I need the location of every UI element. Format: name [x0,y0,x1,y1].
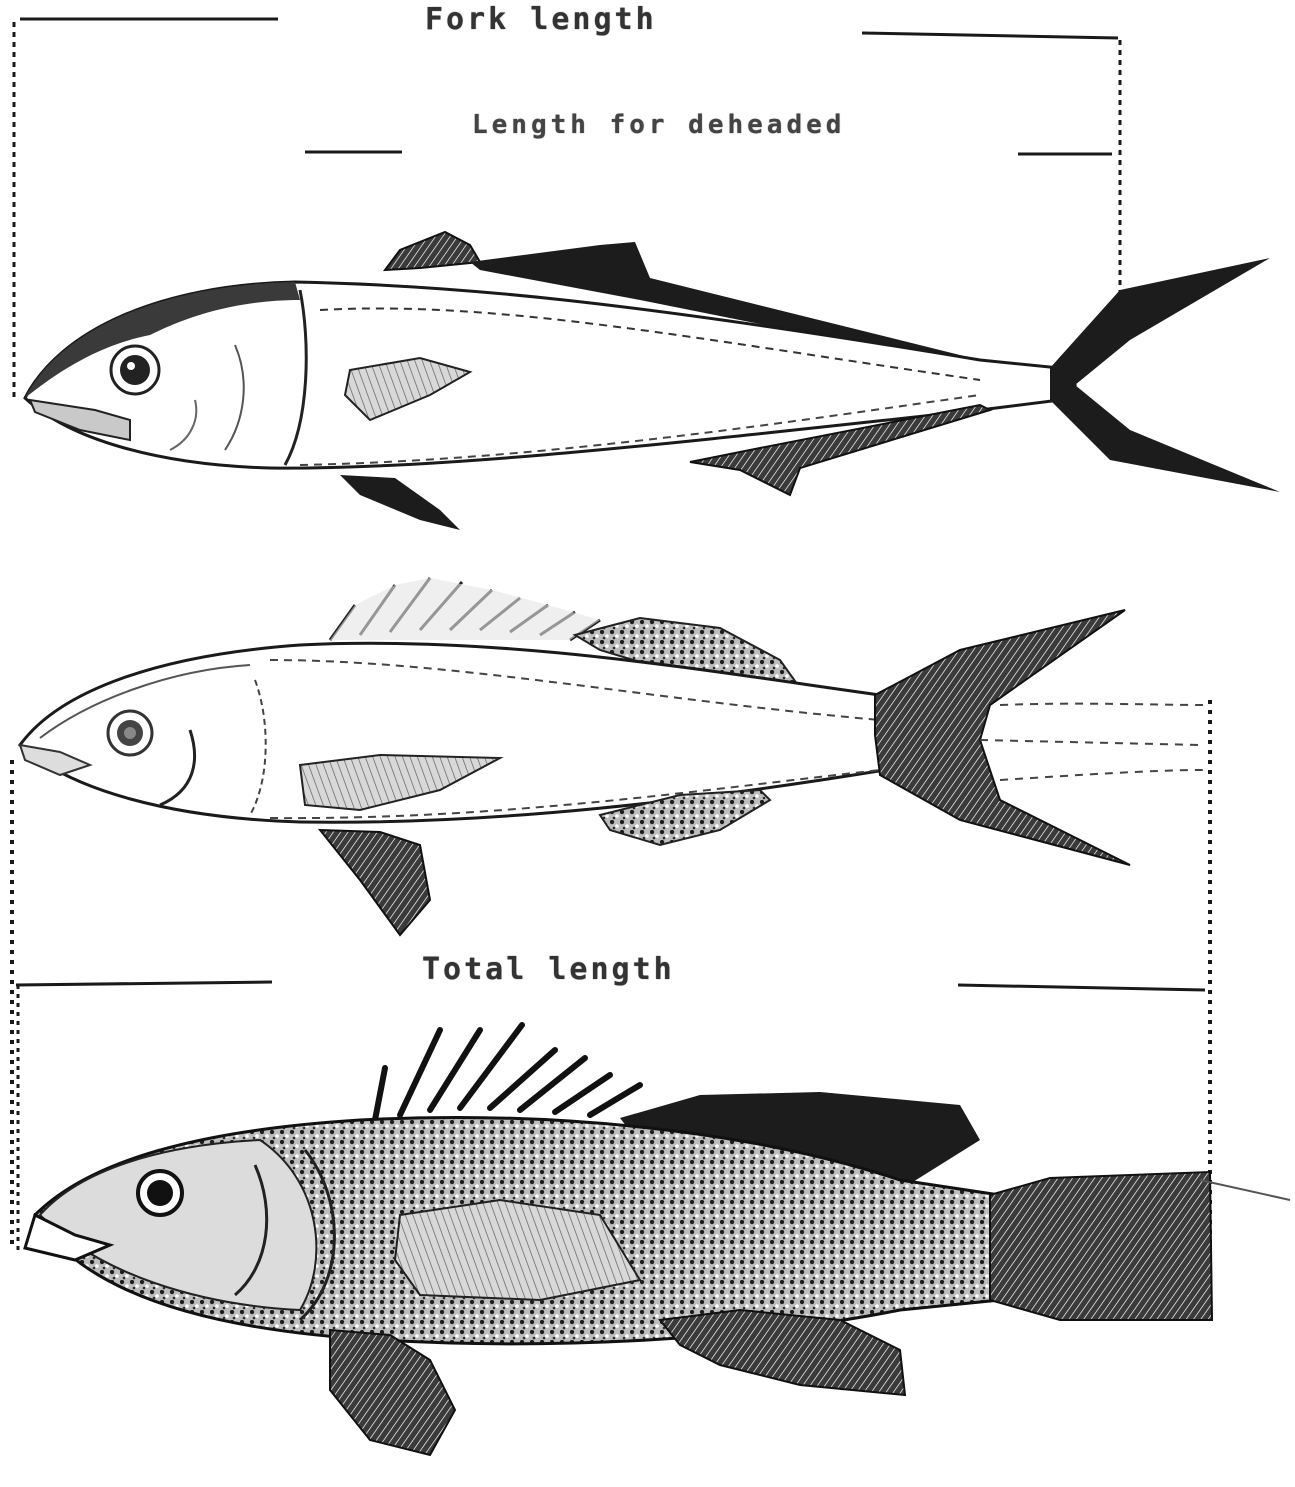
total-length-fish [25,1025,1290,1455]
fork-length-fish [25,232,1280,530]
standard-length-fish [20,578,1205,935]
deheaded-length-label: Length for deheaded [472,110,845,140]
fork-length-label: Fork length [425,2,657,37]
total-length-label: Total length [422,952,675,987]
